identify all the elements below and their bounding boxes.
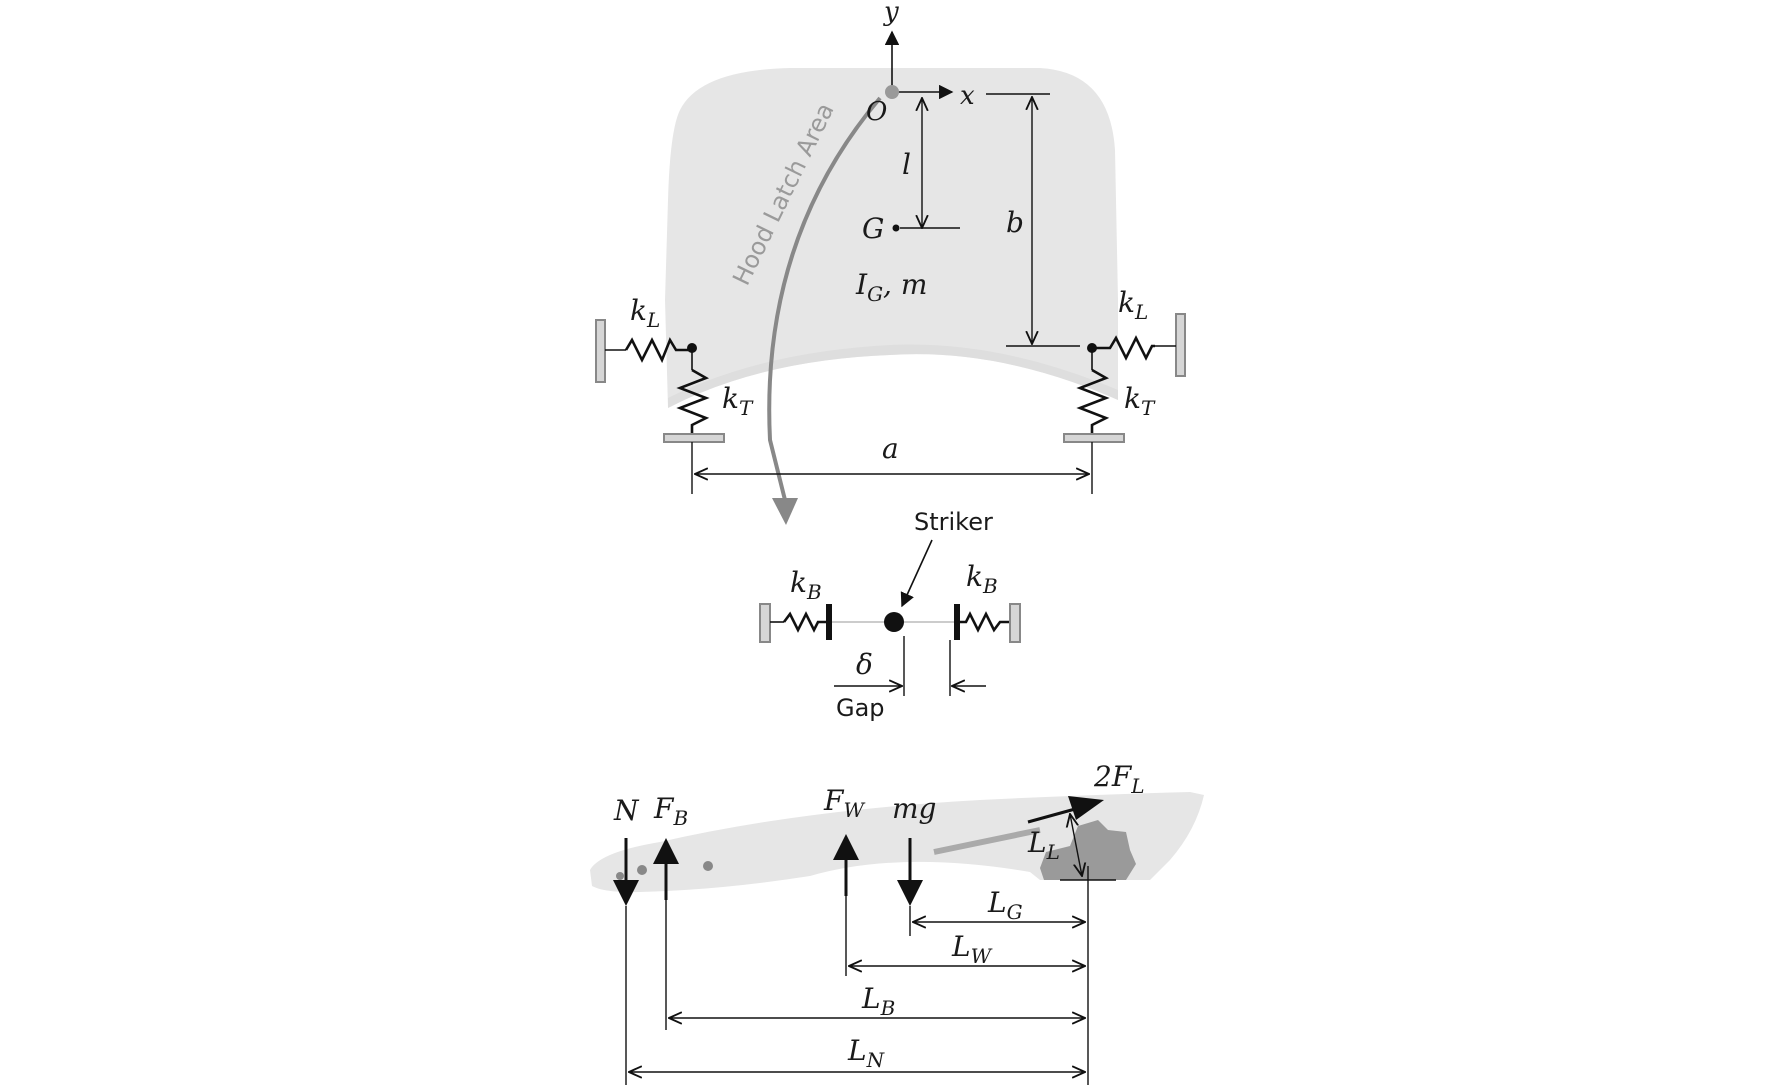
inertia-label: IG, m xyxy=(855,268,927,306)
force-FB-head xyxy=(653,838,679,864)
delta-label: δ xyxy=(856,648,873,681)
dim-LL-arrow xyxy=(1070,814,1082,876)
cg-label: G xyxy=(862,212,884,245)
force-FB-sub: B xyxy=(672,806,688,830)
right-lateral-wall xyxy=(1175,313,1186,377)
right-kL-label: kL xyxy=(1118,286,1148,324)
dim-LN-label: LN xyxy=(847,1034,886,1072)
right-vertical-spring xyxy=(1076,368,1110,434)
right-kT-main: k xyxy=(1124,382,1141,415)
inertia-mass: , m xyxy=(883,268,927,301)
force-2FL-label: 2FL xyxy=(1093,760,1145,798)
latch-detail: kB kB Striker δ Gap xyxy=(759,508,1021,722)
left-lateral-wall xyxy=(595,319,606,383)
hood-top-outline xyxy=(665,68,1118,408)
force-FW-head xyxy=(833,834,859,860)
latch-right-stop xyxy=(954,604,960,640)
right-kL-main: k xyxy=(1118,286,1135,319)
origin-label: O xyxy=(866,97,887,127)
hinge-strut xyxy=(933,827,1041,855)
striker-label: Striker xyxy=(914,508,993,536)
latch-right-kB: kB xyxy=(966,560,998,598)
dim-LG-label: LG xyxy=(987,886,1023,924)
right-kT-label: kT xyxy=(1124,382,1156,420)
force-FW-label: FW xyxy=(823,784,865,822)
force-FW-sub: W xyxy=(843,798,865,822)
left-kL-label: kL xyxy=(630,294,660,332)
left-kT-sub: T xyxy=(739,396,754,420)
side-view: N FB FW mg 2FL LL xyxy=(590,760,1204,1085)
y-axis-label: y xyxy=(883,0,899,27)
latch-curve xyxy=(767,96,882,501)
inertia-I: I xyxy=(855,268,868,301)
dim-LG-main: L xyxy=(987,886,1007,919)
latch-right-kB-main: k xyxy=(966,560,983,593)
left-vertical-spring xyxy=(676,368,710,434)
striker-pointer xyxy=(900,539,933,608)
hinge-mechanism xyxy=(1040,820,1136,880)
force-FW-main: F xyxy=(823,784,845,817)
force-2FL-main: 2F xyxy=(1093,760,1133,793)
top-view: Hood Latch Area y x O l G b IG, m kL xyxy=(595,0,1186,525)
dim-LW-main: L xyxy=(951,930,971,963)
dim-LW-sub: W xyxy=(971,944,993,968)
latch-right-kB-sub: B xyxy=(982,574,998,598)
right-lateral-spring xyxy=(1094,335,1155,361)
hood-fixture-2 xyxy=(637,865,647,875)
left-kL-main: k xyxy=(630,294,647,327)
left-kL-sub: L xyxy=(646,308,660,332)
latch-left-kB: kB xyxy=(790,566,822,604)
latch-left-wall xyxy=(759,603,771,643)
force-FB-label: FB xyxy=(653,792,688,830)
hood-fixture-3 xyxy=(703,861,713,871)
latch-left-kB-main: k xyxy=(790,566,807,599)
striker-dot xyxy=(884,612,904,632)
dim-LN-main: L xyxy=(847,1034,867,1067)
right-kT-sub: T xyxy=(1141,396,1156,420)
latch-right-spring xyxy=(960,611,1010,633)
right-ground-plate xyxy=(1063,433,1125,443)
dim-LL-label: LL xyxy=(1027,826,1060,864)
dim-LL-main: L xyxy=(1027,826,1047,859)
left-ground-plate xyxy=(663,433,725,443)
latch-left-spring xyxy=(782,611,826,633)
cg-point xyxy=(892,224,900,232)
force-mg-label: mg xyxy=(892,792,936,825)
right-kL-sub: L xyxy=(1134,300,1148,324)
dim-a-label: a xyxy=(882,432,899,465)
left-kT-main: k xyxy=(722,382,739,415)
hood-top-shading xyxy=(668,344,1118,408)
force-N-head xyxy=(613,880,639,906)
force-FB-main: F xyxy=(653,792,675,825)
x-axis-label: x xyxy=(960,81,975,111)
dim-b-label: b xyxy=(1006,206,1024,239)
left-lateral-spring xyxy=(624,337,692,364)
dim-LW-label: LW xyxy=(951,930,993,968)
origin-point xyxy=(885,85,899,99)
force-mg-head xyxy=(897,880,923,906)
dim-LB-label: LB xyxy=(861,982,895,1020)
dim-LN-sub: N xyxy=(866,1048,886,1072)
inertia-sub: G xyxy=(867,282,883,306)
dim-LB-main: L xyxy=(861,982,881,1015)
latch-curve-arrowhead xyxy=(772,498,798,525)
gap-label: Gap xyxy=(836,694,885,722)
latch-right-wall xyxy=(1009,603,1021,643)
hood-fixture-1 xyxy=(616,872,624,880)
latch-left-kB-sub: B xyxy=(806,580,822,604)
latch-left-stop xyxy=(826,604,832,640)
dim-l-label: l xyxy=(902,148,911,181)
dim-LG-sub: G xyxy=(1007,900,1023,924)
force-N-label: N xyxy=(613,794,640,827)
dim-LL-sub: L xyxy=(1046,840,1060,864)
force-2FL-sub: L xyxy=(1130,774,1144,798)
left-kT-label: kT xyxy=(722,382,754,420)
dim-LB-sub: B xyxy=(880,996,896,1020)
